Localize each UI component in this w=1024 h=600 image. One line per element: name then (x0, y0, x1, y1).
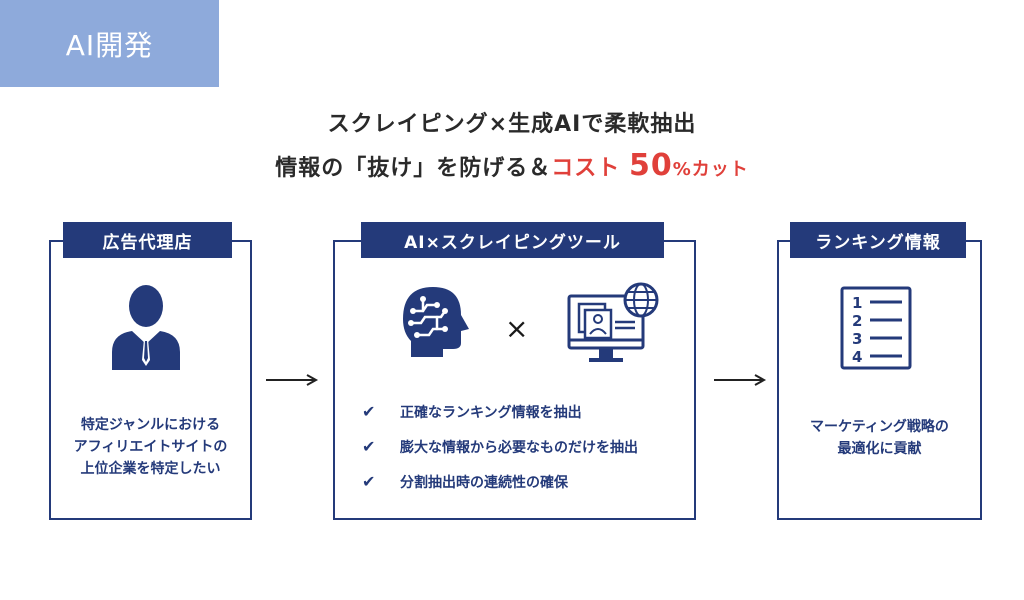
ranking-box (777, 240, 982, 520)
ai-brain-icon (403, 287, 469, 357)
client-description-line: アフィリエイトサイトの (73, 439, 228, 455)
headline-cost: コスト (551, 156, 621, 181)
list-number: 1 (852, 294, 862, 312)
list-number: 3 (852, 330, 862, 348)
list-number: 2 (852, 312, 862, 330)
check-icon: ✔ (362, 472, 376, 491)
ranking-description-line: マーケティング戦略の (810, 419, 949, 435)
times-icon: × (505, 312, 529, 345)
checklist-item: ✔ 分割抽出時の連続性の確保 (362, 464, 638, 499)
flow-arrow-2 (714, 374, 767, 386)
checklist-item-label: 膨大な情報から必要なものだけを抽出 (400, 439, 638, 456)
ranking-description: マーケティング戦略の 最適化に貢献 (777, 416, 982, 460)
client-description-line: 上位企業を特定したい (80, 461, 221, 477)
headline-pct: %カット (672, 159, 749, 180)
list-number: 4 (852, 348, 862, 366)
businessperson-icon (112, 285, 180, 370)
checklist-item-label: 正確なランキング情報を抽出 (400, 404, 582, 421)
ranking-box-title: ランキング情報 (790, 222, 966, 258)
check-icon: ✔ (362, 402, 376, 421)
feature-checklist: ✔ 正確なランキング情報を抽出 ✔ 膨大な情報から必要なものだけを抽出 ✔ 分割… (362, 394, 638, 499)
headline-number: 50 (628, 148, 673, 183)
check-icon: ✔ (362, 437, 376, 456)
checklist-item-label: 分割抽出時の連続性の確保 (400, 474, 568, 491)
client-box-title: 広告代理店 (63, 222, 232, 258)
category-tag: AI開発 (0, 0, 219, 87)
headline-line1: スクレイピング×生成AIで柔軟抽出 (327, 112, 697, 137)
client-description-line: 特定ジャンルにおける (80, 417, 221, 433)
checklist-item: ✔ 正確なランキング情報を抽出 (362, 394, 638, 429)
headline-line2: 情報の「抜け」を防げる＆コスト 50%カット (0, 148, 1024, 183)
headline-line2-prefix: 情報の「抜け」を防げる＆ (275, 156, 552, 181)
checklist-item: ✔ 膨大な情報から必要なものだけを抽出 (362, 429, 638, 464)
ranked-list-icon: 1 2 3 4 (840, 286, 912, 370)
flow-arrow-1 (266, 374, 319, 386)
ranking-description-line: 最適化に貢献 (837, 441, 922, 457)
web-monitor-icon (567, 282, 659, 362)
tool-box-title: AI×スクレイピングツール (361, 222, 664, 258)
client-description: 特定ジャンルにおける アフィリエイトサイトの 上位企業を特定したい (49, 414, 252, 480)
